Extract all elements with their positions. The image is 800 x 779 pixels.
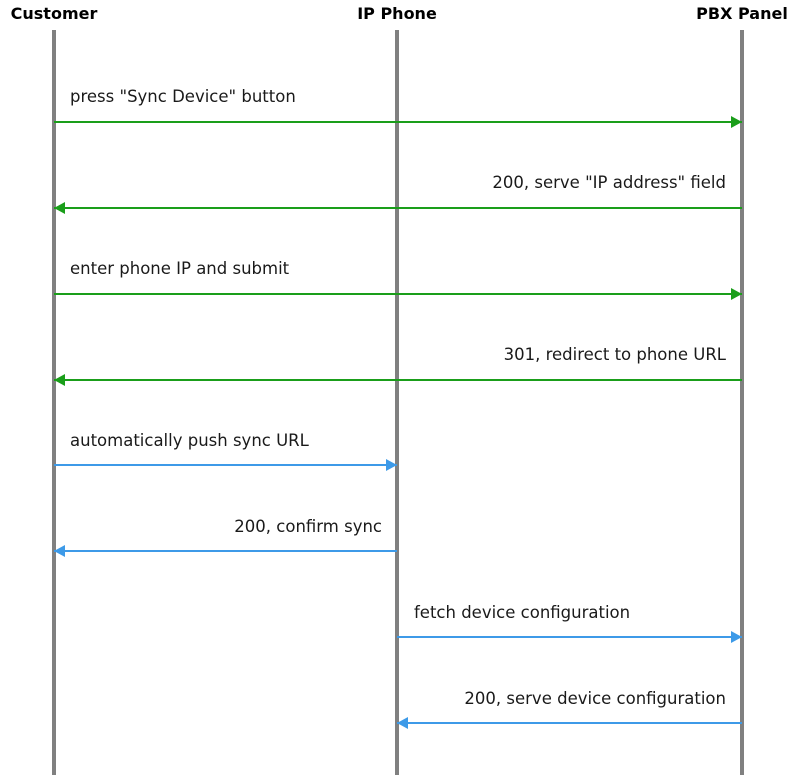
message-arrowhead-4 <box>386 459 397 471</box>
participant-label-customer: Customer <box>10 4 98 23</box>
lifeline-customer <box>52 30 56 775</box>
message-line-5 <box>54 550 397 552</box>
message-label-1: 200, serve "IP address" field <box>492 173 726 192</box>
message-label-6: fetch device configuration <box>414 603 631 622</box>
message-label-7: 200, serve device configuration <box>464 689 726 708</box>
message-label-2: enter phone IP and submit <box>70 259 290 278</box>
lifeline-pbx-panel <box>740 30 744 775</box>
message-line-4 <box>54 464 397 466</box>
lifeline-ip-phone <box>395 30 399 775</box>
message-line-3 <box>54 379 742 381</box>
message-arrowhead-5 <box>54 545 65 557</box>
participant-label-ip-phone: IP Phone <box>357 4 437 23</box>
message-arrowhead-0 <box>731 116 742 128</box>
message-line-1 <box>54 207 742 209</box>
message-line-0 <box>54 121 742 123</box>
message-arrowhead-7 <box>397 717 408 729</box>
message-line-2 <box>54 293 742 295</box>
message-arrowhead-2 <box>731 288 742 300</box>
message-arrowhead-6 <box>731 631 742 643</box>
message-label-4: automatically push sync URL <box>70 431 309 450</box>
message-label-3: 301, redirect to phone URL <box>503 345 726 364</box>
message-label-5: 200, confirm sync <box>234 517 382 536</box>
message-label-0: press "Sync Device" button <box>70 87 296 106</box>
message-arrowhead-1 <box>54 202 65 214</box>
message-arrowhead-3 <box>54 374 65 386</box>
participant-label-pbx-panel: PBX Panel <box>696 4 788 23</box>
message-line-7 <box>397 722 742 724</box>
message-line-6 <box>397 636 742 638</box>
